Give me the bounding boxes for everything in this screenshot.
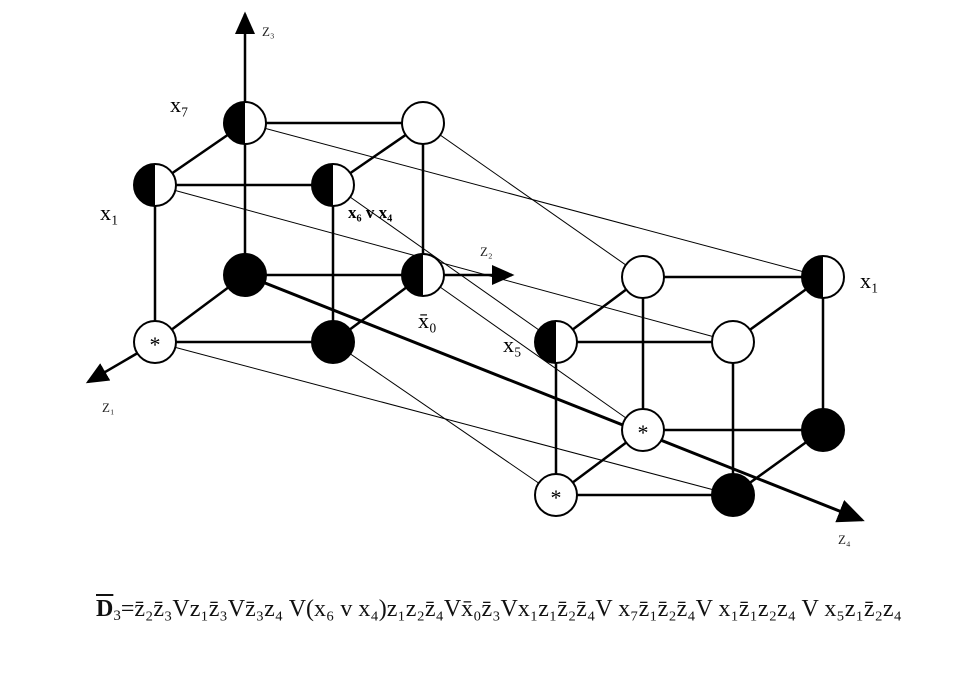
node-r-front-bottom-right-black	[711, 473, 755, 517]
left-cube-edges	[153, 121, 425, 344]
node-origin-star	[133, 320, 177, 364]
axis-label-z4: Z₄	[838, 532, 851, 547]
formula-lhs: D	[96, 596, 114, 622]
right-cube-edges	[554, 275, 825, 497]
node-r-front-bottom-star	[534, 473, 578, 517]
label-x0bar: x̄₀	[418, 308, 437, 333]
boolean-formula: D3=z̄₂z̄₃Vz₁z̄₃Vz̄₃z₄ V(x₆ v x₄)z₁z₂z̄₄V…	[96, 592, 966, 633]
label-x1-left: x₁	[100, 200, 119, 225]
node-x0bar-half	[401, 253, 445, 297]
axis-label-z3: Z₃	[262, 24, 274, 39]
node-x6vx4-half	[311, 163, 355, 207]
formula-rhs: =z̄₂z̄₃Vz₁z̄₃Vz̄₃z₄ V(x₆ v x₄)z₁z₂z̄₄Vx̄…	[120, 596, 902, 622]
label-x6vx4: x₆ v x₄	[348, 203, 392, 222]
node-x7-half	[223, 101, 267, 145]
node-r-front-top-white	[711, 320, 755, 364]
node-back-bottom-black	[223, 253, 267, 297]
label-x7: x₇	[170, 92, 189, 117]
node-r-back-top-white	[621, 255, 665, 299]
node-r-x1-half	[801, 255, 845, 299]
axis-label-z2: Z₂	[480, 244, 492, 259]
axis-label-z1: Z₁	[102, 400, 114, 415]
node-r-x5-half	[534, 320, 578, 364]
label-x1-right: x₁	[860, 268, 879, 293]
star-mark: *	[551, 485, 562, 510]
node-r-back-bottom-right-black	[801, 408, 845, 452]
star-mark: *	[150, 332, 161, 357]
formula-lhs-subscript: 3	[113, 608, 121, 624]
node-top-right-white	[401, 101, 445, 145]
cube-connectors	[154, 122, 824, 496]
node-r-back-bottom-star	[621, 408, 665, 452]
axis-z4	[244, 273, 865, 523]
node-x1-half	[133, 163, 177, 207]
node-front-bottom-black	[311, 320, 355, 364]
label-x5: x₅	[503, 332, 522, 357]
hypercube-diagram: * * * Z₃ Z₁ Z₂ Z₄ x₇ x₁ x₆ v x₄ x̄₀ x₅ x…	[85, 11, 879, 547]
star-mark: *	[638, 420, 649, 445]
